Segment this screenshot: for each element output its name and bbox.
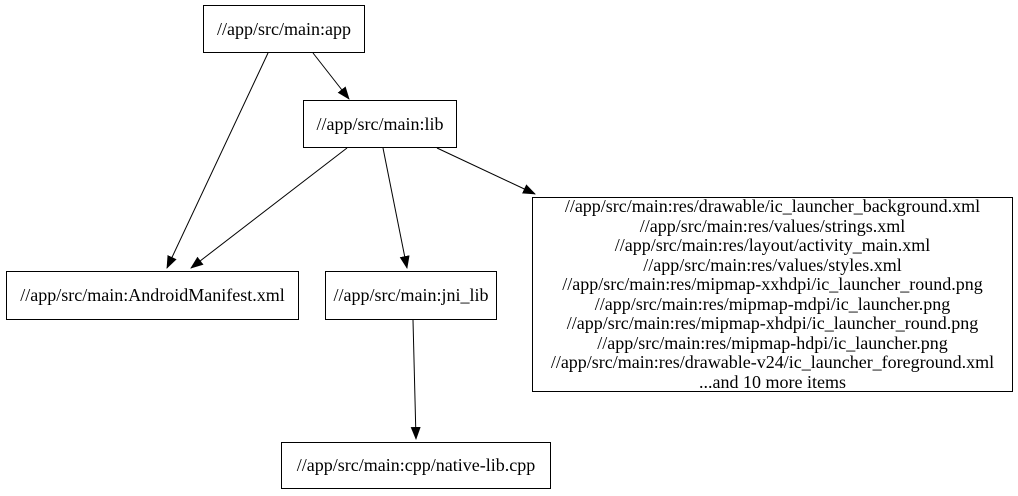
- edge-app-to-lib: [312, 52, 350, 100]
- node-native-lib: //app/src/main:cpp/native-lib.cpp: [281, 442, 551, 489]
- edge-lib-to-resources: [436, 147, 536, 195]
- node-lib: //app/src/main:lib: [303, 100, 457, 148]
- node-app: //app/src/main:app: [203, 5, 365, 53]
- node-jni-lib-label: //app/src/main:jni_lib: [333, 285, 489, 305]
- edge-lib-to-jni-lib: [382, 147, 410, 269]
- resource-item: //app/src/main:res/drawable/ic_launcher_…: [564, 196, 981, 216]
- node-resources-group: //app/src/main:res/drawable/ic_launcher_…: [532, 196, 1013, 392]
- resource-more-items: ...and 10 more items: [699, 371, 846, 392]
- node-jni-lib: //app/src/main:jni_lib: [325, 271, 497, 320]
- resource-item: //app/src/main:res/values/strings.xml: [639, 215, 906, 236]
- resource-item: //app/src/main:res/mipmap-xhdpi/ic_launc…: [566, 313, 979, 333]
- resource-item: //app/src/main:res/mipmap-xxhdpi/ic_laun…: [562, 274, 983, 294]
- resource-item: //app/src/main:res/values/styles.xml: [643, 254, 902, 275]
- resource-item: //app/src/main:res/layout/activity_main.…: [614, 235, 931, 255]
- resource-item: //app/src/main:res/mipmap-hdpi/ic_launch…: [597, 332, 948, 353]
- node-app-label: //app/src/main:app: [217, 18, 351, 39]
- node-native-lib-label: //app/src/main:cpp/native-lib.cpp: [296, 455, 536, 475]
- edge-jni-lib-to-native-lib: [410, 319, 421, 440]
- node-lib-label: //app/src/main:lib: [316, 113, 444, 134]
- edge-lib-to-manifest: [190, 147, 348, 269]
- node-android-manifest-label: //app/src/main:AndroidManifest.xml: [20, 285, 285, 305]
- node-android-manifest: //app/src/main:AndroidManifest.xml: [6, 271, 299, 320]
- edge-app-to-manifest: [166, 52, 269, 269]
- resource-item: //app/src/main:res/mipmap-mdpi/ic_launch…: [594, 293, 951, 314]
- resource-item: //app/src/main:res/drawable-v24/ic_launc…: [550, 352, 995, 372]
